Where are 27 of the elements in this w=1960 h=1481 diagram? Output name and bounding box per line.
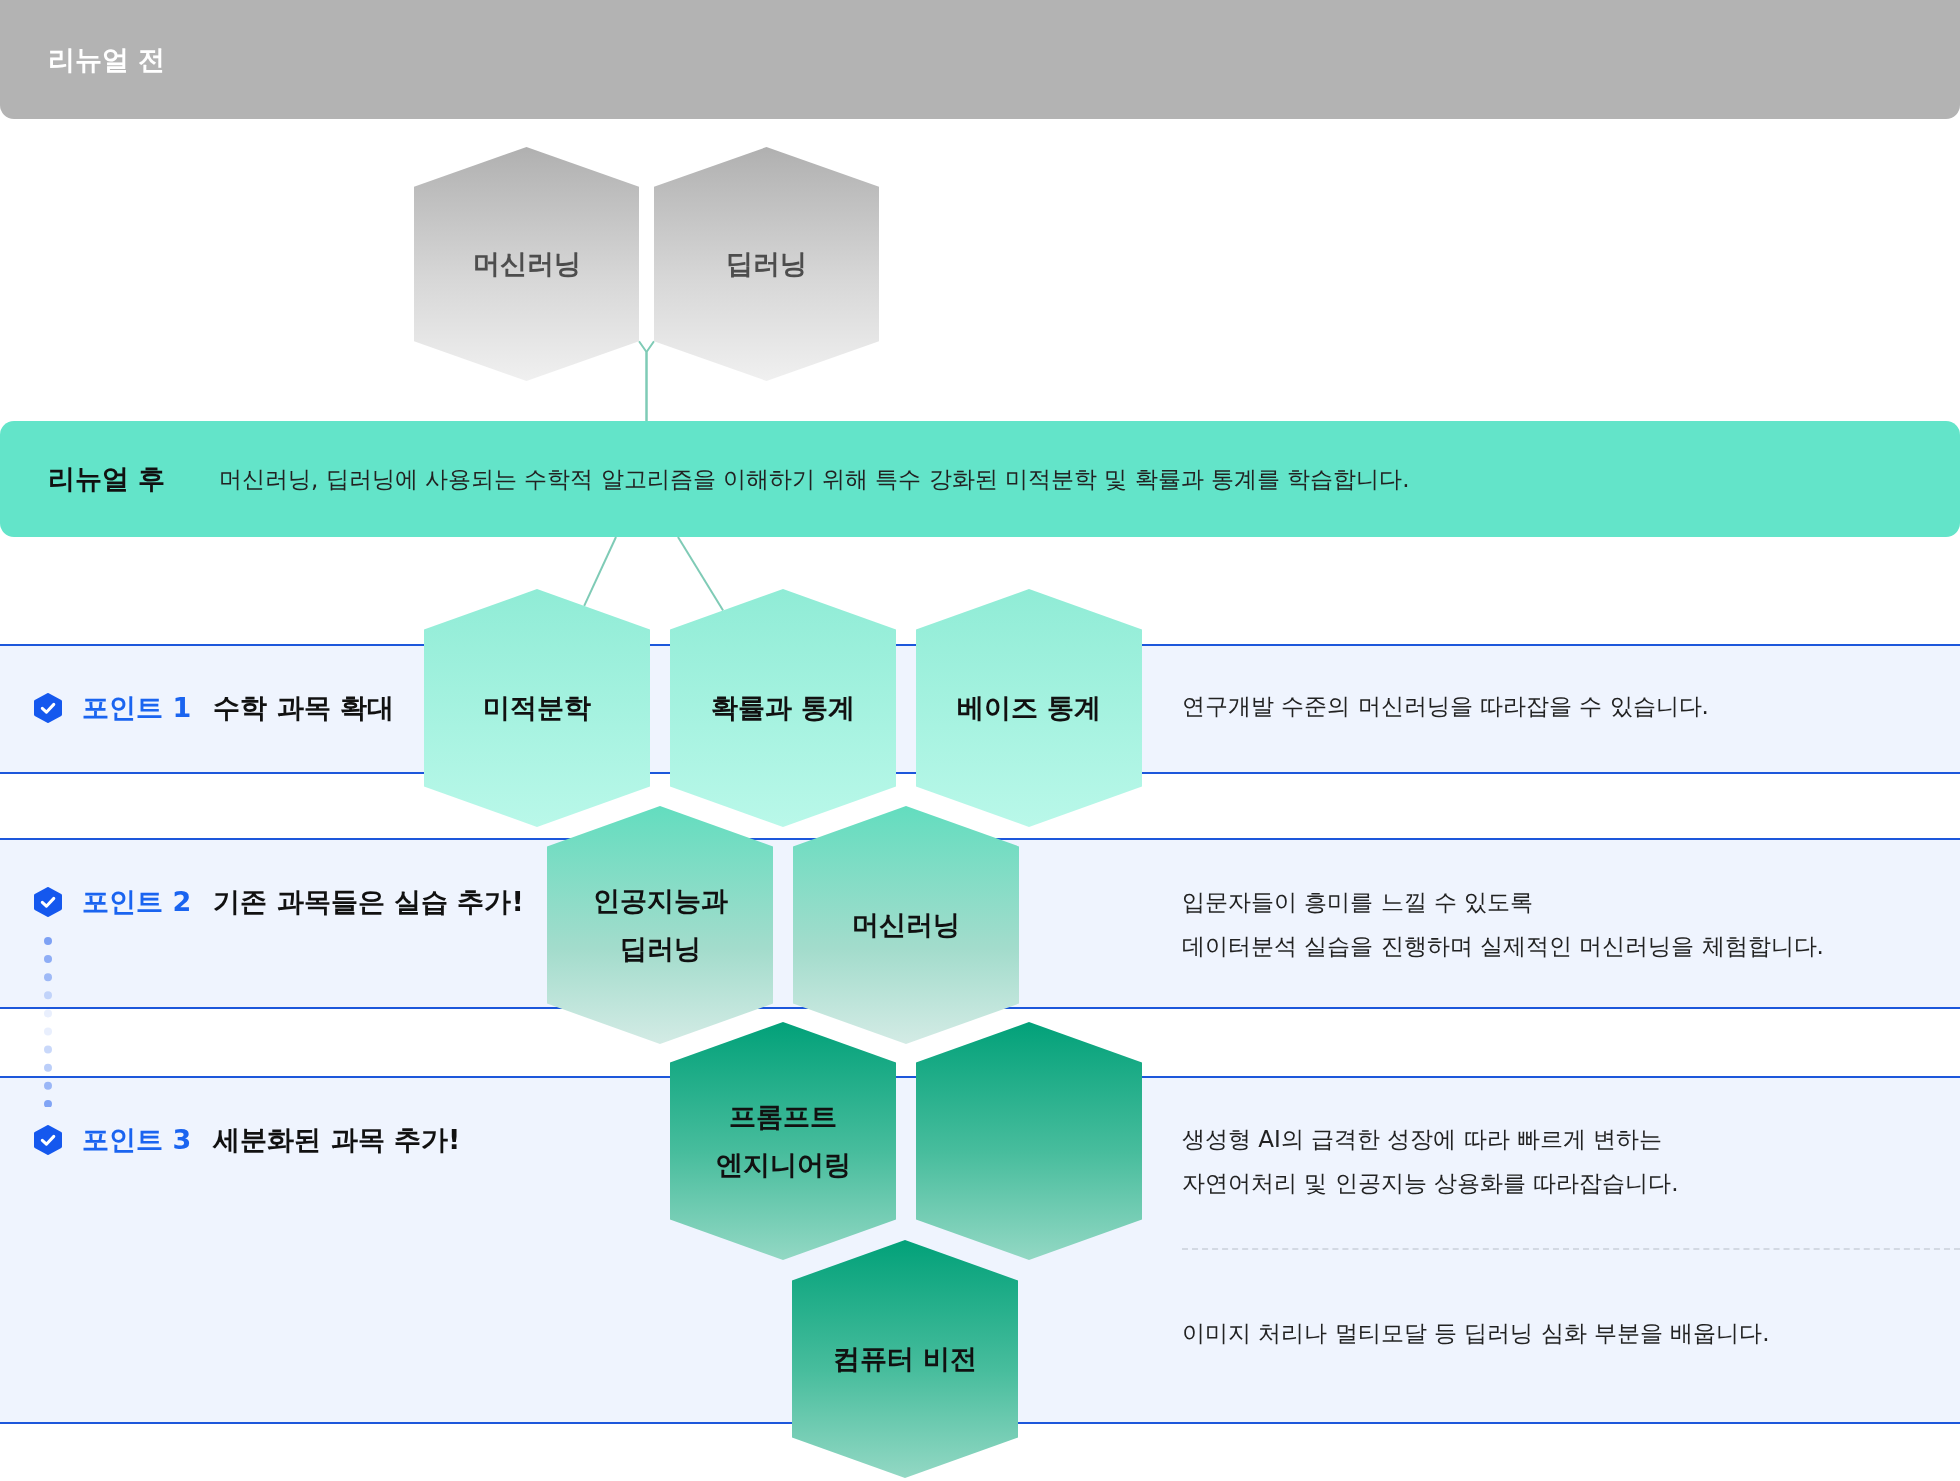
hexagon-label: 컴퓨터 비전 xyxy=(832,1342,978,1376)
hexagon-label: 미적분학 xyxy=(483,691,591,725)
connector-line xyxy=(677,536,725,612)
header-bar xyxy=(0,0,1960,119)
point-title: 수학 과목 확대 xyxy=(213,691,394,725)
section-description: 머신러닝, 딥러닝에 사용되는 수학적 알고리즘을 이해하기 위해 특수 강화된 미적분학 및 확률과 통계를 학습합니다. xyxy=(219,465,1410,494)
hexagon-label: 딥러닝 xyxy=(726,247,807,281)
hexagon-label: 머신러닝 xyxy=(472,247,581,281)
summary-banner xyxy=(0,421,1960,537)
hexagon-label: 확률과 통계 xyxy=(710,691,856,725)
point-description: 연구개발 수준의 머신러닝을 따라잡을 수 있습니다. xyxy=(1182,692,1709,721)
section-heading: 리뉴얼 전 xyxy=(48,42,166,77)
connector-line xyxy=(583,536,617,607)
hexagon-label: 머신러닝 xyxy=(852,908,960,942)
point-number: 포인트 1 xyxy=(82,691,192,725)
point-title: 세분화된 과목 추가! xyxy=(213,1123,461,1157)
point-title: 기존 과목들은 실습 추가! xyxy=(213,885,524,919)
section-heading: 리뉴얼 후 xyxy=(48,462,166,496)
point-number: 포인트 2 xyxy=(82,885,192,919)
point-description: 생성형 AI의 급격한 성장에 따라 빠르게 변하는 자연어처리 및 인공지능 상용화를 따라잡습니다. xyxy=(1182,1125,1679,1198)
hexagon-label: 베이즈 통계 xyxy=(956,691,1102,725)
hexagon-label: 프롬프트 엔지니어링 xyxy=(715,1100,851,1182)
point-number: 포인트 3 xyxy=(82,1123,192,1157)
point-description: 이미지 처리나 멀티모달 등 딥러닝 심화 부분을 배웁니다. xyxy=(1182,1319,1770,1348)
point-description: 입문자들이 흥미를 느낄 수 있도록 데이터분석 실습을 진행하며 실제적인 머신러닝을 체험합니다. xyxy=(1182,888,1824,961)
hexagon-label: 인공지능과 딥러닝 xyxy=(592,884,728,966)
connector-line xyxy=(645,340,655,422)
